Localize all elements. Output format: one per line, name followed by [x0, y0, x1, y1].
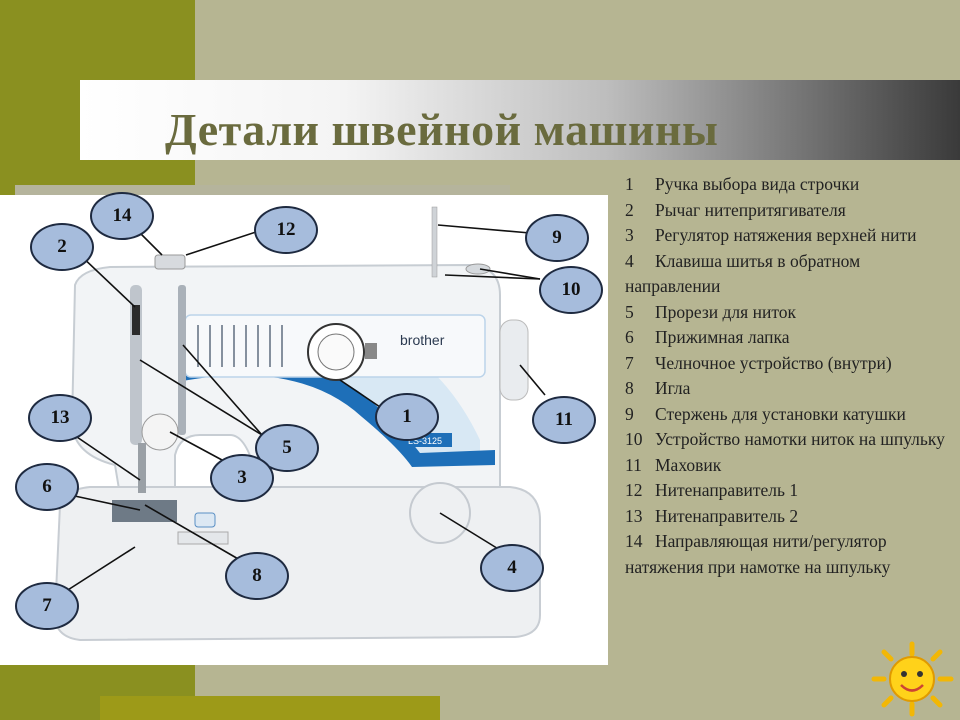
- callout-3: 3: [210, 454, 274, 502]
- callout-10: 10: [539, 266, 603, 314]
- callout-1: 1: [375, 393, 439, 441]
- brand-label: brother: [400, 332, 445, 348]
- callout-13: 13: [28, 394, 92, 442]
- sun-icon: [870, 640, 955, 718]
- callout-8: 8: [225, 552, 289, 600]
- callout-7: 7: [15, 582, 79, 630]
- callout-4: 4: [480, 544, 544, 592]
- callout-11: 11: [532, 396, 596, 444]
- callout-9: 9: [525, 214, 589, 262]
- bottom-stripe: [100, 696, 440, 720]
- callout-12: 12: [254, 206, 318, 254]
- callout-2: 2: [30, 223, 94, 271]
- page-title: Детали швейной машины: [165, 103, 718, 156]
- callout-14: 14: [90, 192, 154, 240]
- callout-6: 6: [15, 463, 79, 511]
